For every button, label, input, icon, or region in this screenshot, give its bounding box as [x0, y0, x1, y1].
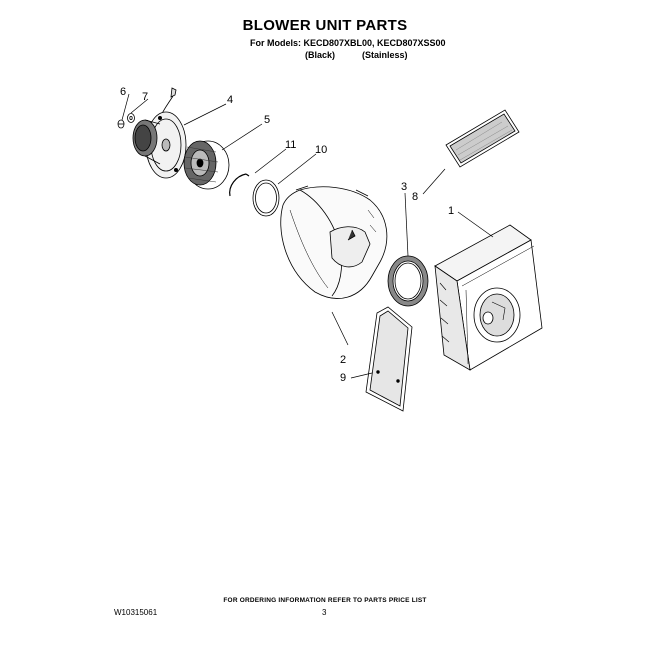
part-5-blower-wheel — [183, 140, 230, 190]
callout-2: 2 — [340, 354, 346, 366]
leader-lines — [121, 93, 494, 379]
page-number: 3 — [322, 608, 327, 617]
callout-labels: 6 7 4 5 11 10 3 8 1 2 9 — [120, 86, 454, 384]
callout-11: 11 — [285, 139, 296, 151]
callout-6: 6 — [120, 86, 126, 98]
part-7-washer — [127, 113, 135, 123]
callout-7: 7 — [142, 91, 148, 103]
callout-3: 3 — [401, 181, 407, 193]
variant-black-label: (Black) — [305, 50, 336, 60]
callout-4: 4 — [227, 94, 233, 106]
document-id: W10315061 — [114, 608, 158, 617]
callout-9: 9 — [340, 372, 346, 384]
callout-1: 1 — [448, 205, 454, 217]
part-8-filter — [445, 109, 520, 168]
part-11-clip — [229, 173, 250, 197]
part-6-screw — [117, 119, 125, 129]
callout-10: 10 — [315, 144, 327, 156]
part-3-gasket — [387, 255, 429, 307]
variant-stainless-label: (Stainless) — [362, 50, 408, 60]
part-1-cabinet — [434, 224, 543, 371]
callout-8: 8 — [412, 191, 418, 203]
ordering-note: FOR ORDERING INFORMATION REFER TO PARTS … — [223, 597, 427, 604]
part-9-cover-plate — [365, 306, 413, 412]
part-4-blower-motor — [132, 87, 187, 179]
callout-5: 5 — [264, 114, 270, 126]
page-title: BLOWER UNIT PARTS — [242, 17, 408, 34]
models-line: For Models: KECD807XBL00, KECD807XSS00 — [250, 38, 446, 48]
part-2-blower-housing — [280, 185, 388, 299]
part-10-ring — [252, 179, 280, 217]
